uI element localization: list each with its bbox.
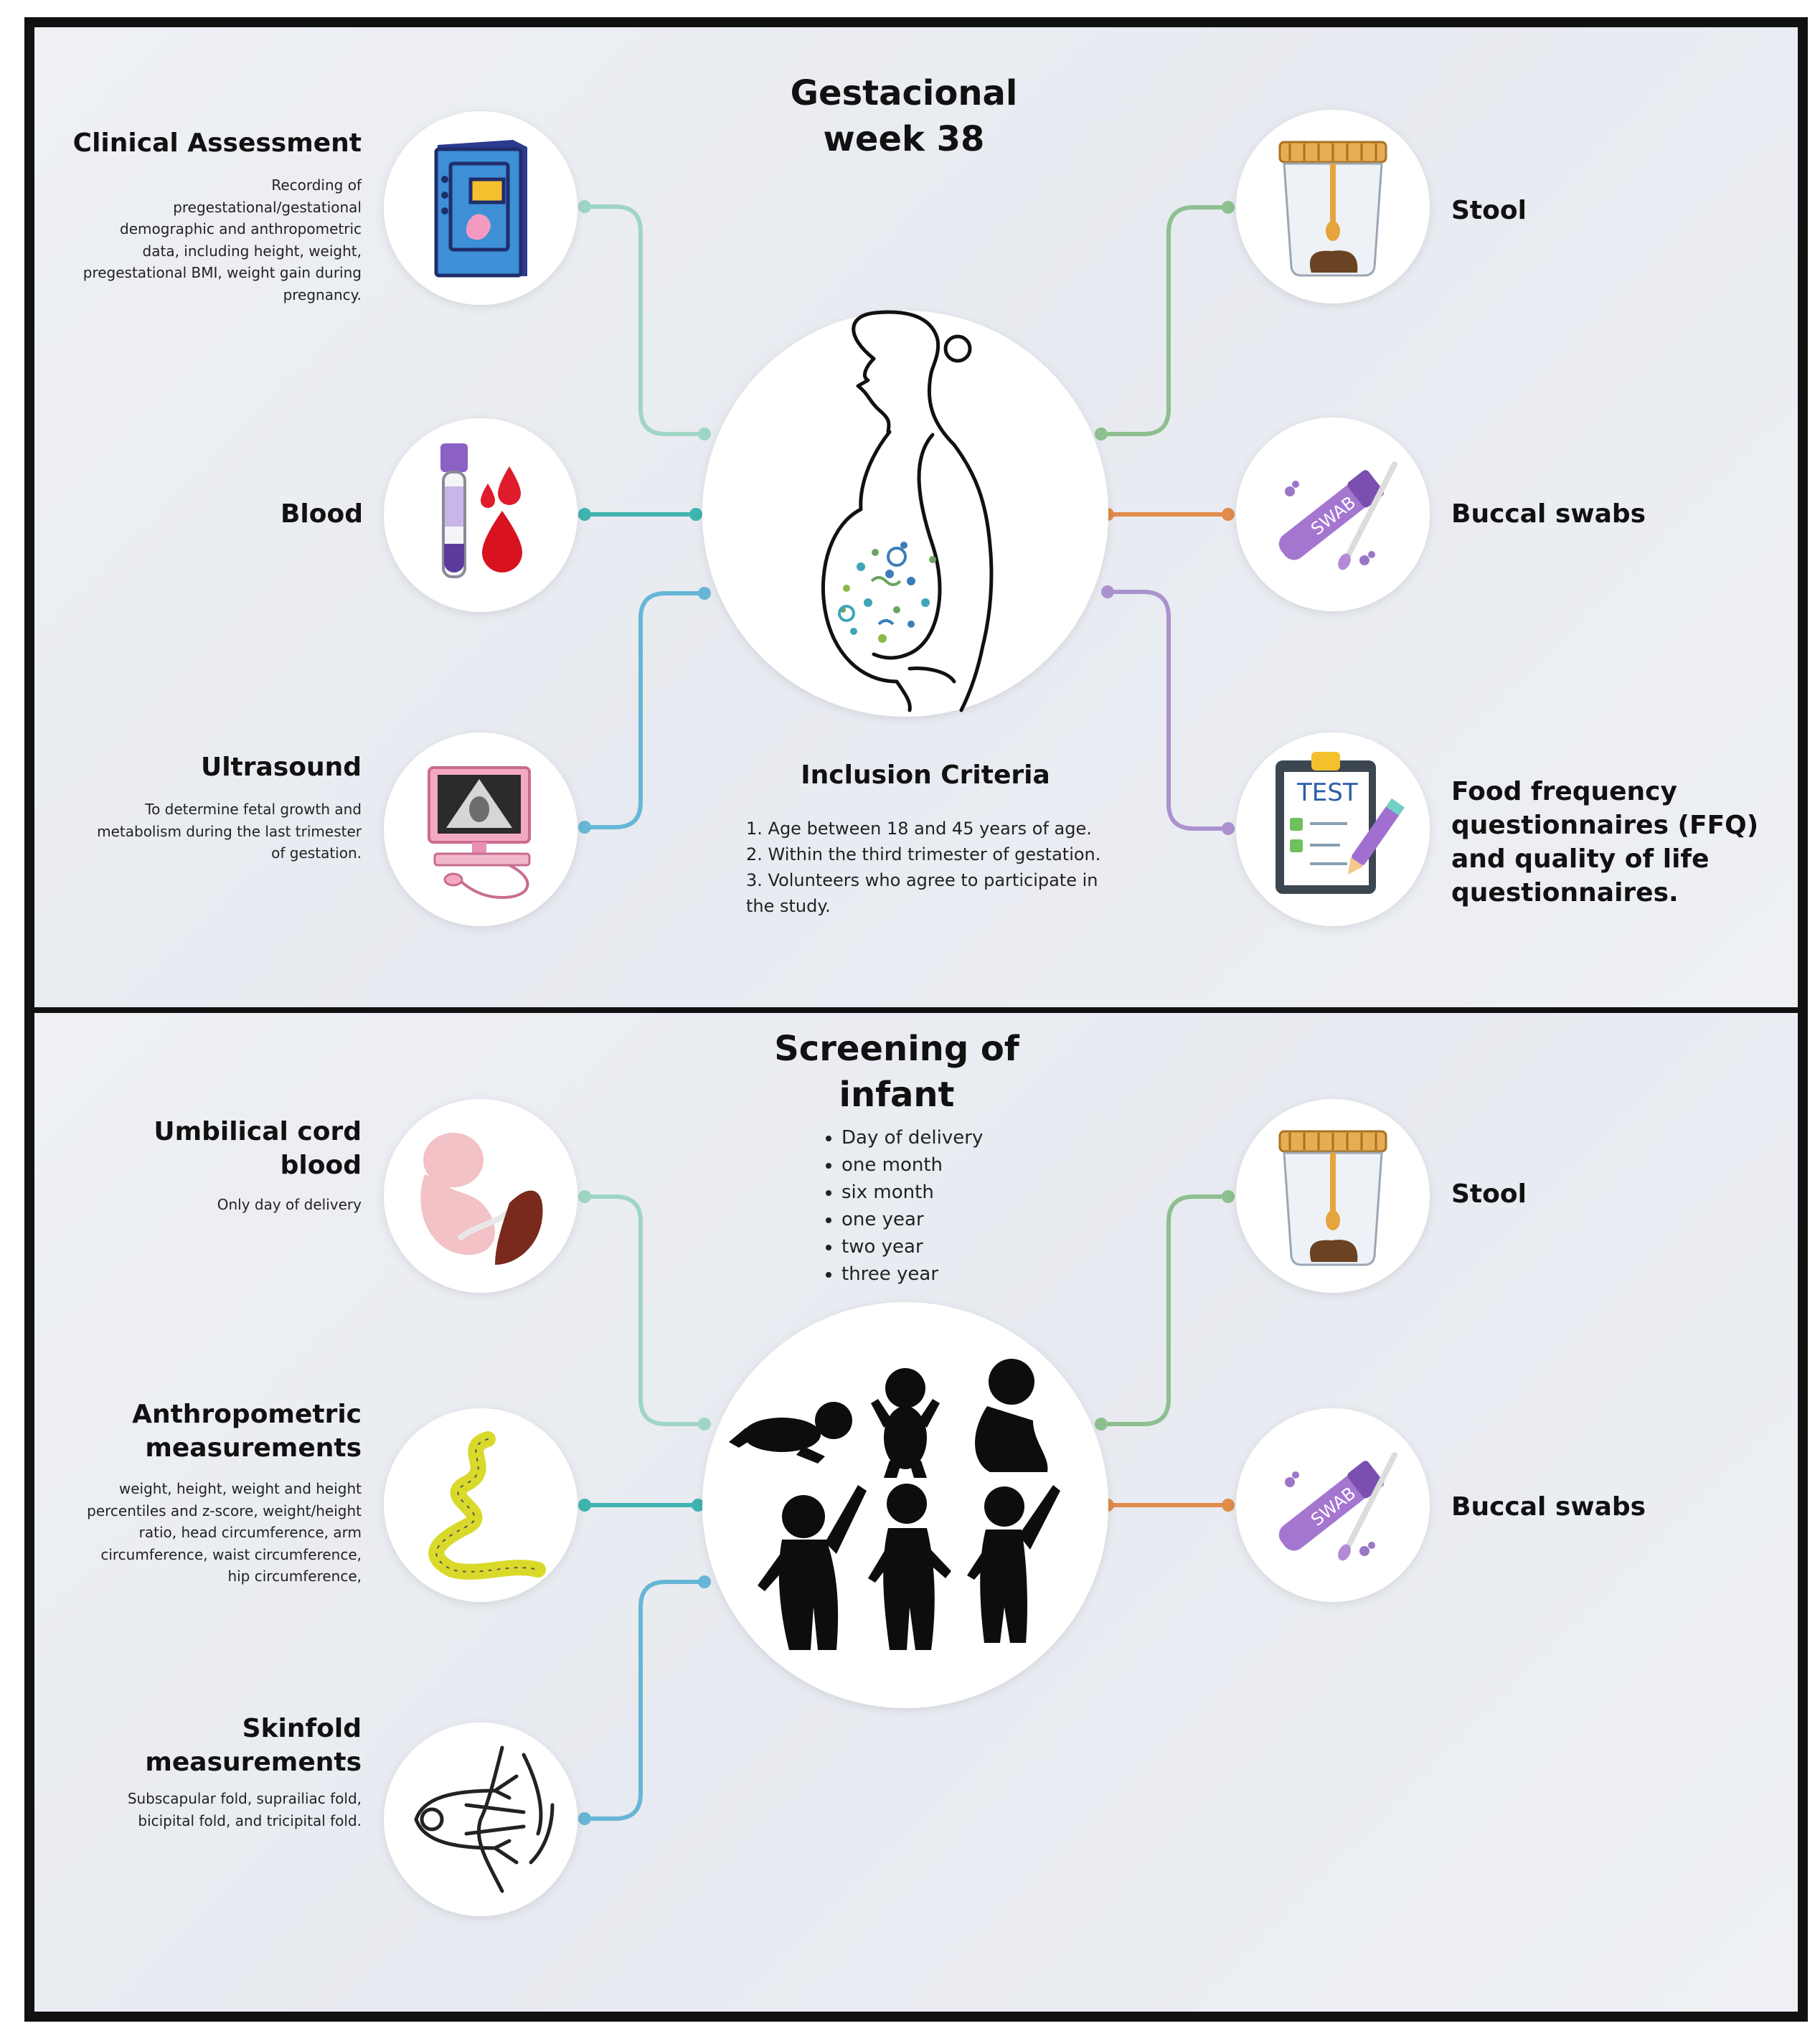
ultrasound-block: Ultrasound To determine fetal growth and… (72, 750, 362, 864)
connector-stool-infant (1099, 1194, 1230, 1426)
schedule-item: Day of delivery (841, 1124, 1037, 1151)
anthropometric-block: Anthropometric measurements weight, heig… (72, 1398, 362, 1588)
toddler-pointing-silhouette (967, 1485, 1060, 1643)
label-line: measurements (145, 1748, 362, 1777)
desc-line: data, including height, weight, (142, 242, 362, 260)
desc-line: circumference, waist circumference, (100, 1545, 362, 1563)
skinfold-caliper-icon (414, 1745, 555, 1893)
clinical-assessment-label: Clinical Assessment (72, 128, 362, 158)
label-line: Anthropometric (132, 1400, 362, 1429)
clipboard-text: TEST (1296, 778, 1358, 807)
inclusion-criteria-list: 1. Age between 18 and 45 years of age. 2… (746, 816, 1119, 919)
label-line: measurements (145, 1433, 362, 1463)
skinfold-desc: Subscapular fold, suprailiac fold, bicip… (72, 1788, 362, 1832)
anthropometric-label: Anthropometric measurements (72, 1398, 362, 1465)
desc-line: of gestation. (271, 844, 362, 862)
desc-line: metabolism during the last trimester (97, 822, 362, 840)
toddler-walking-silhouette (868, 1484, 951, 1650)
desc-line: Subscapular fold, suprailiac fold, (127, 1790, 362, 1807)
connector-stool (1099, 205, 1230, 436)
desc-line: weight, height, weight and height (118, 1480, 362, 1497)
clipboard-test-icon: TEST (1276, 752, 1405, 894)
gestational-title: Gestacional week 38 (717, 70, 1090, 162)
infant-title: Screening of infant (717, 1026, 1076, 1118)
blood-tube-icon (440, 443, 522, 578)
screening-schedule: Day of delivery one month six month one … (821, 1124, 1037, 1288)
clinical-assessment-block: Clinical Assessment Recording of pregest… (72, 126, 362, 306)
gestational-title-line2: week 38 (823, 119, 985, 159)
desc-line: ratio, head circumference, arm (138, 1524, 362, 1541)
stool-infant-label: Stool (1451, 1179, 1527, 1209)
desc-line: percentiles and z-score, weight/height (87, 1502, 362, 1519)
measuring-tape-icon (428, 1431, 546, 1580)
umbilical-cord-block: Umbilical cord blood Only day of deliver… (72, 1115, 362, 1216)
connector-clinical (583, 204, 707, 436)
criteria-item: 2. Within the third trimester of gestati… (746, 844, 1101, 864)
schedule-item: two year (841, 1233, 1037, 1260)
criteria-item: 1. Age between 18 and 45 years of age. (746, 819, 1092, 839)
ffq-label: Food frequency questionnaires (FFQ) and … (1451, 775, 1781, 910)
skinfold-block: Skinfold measurements Subscapular fold, … (72, 1712, 362, 1832)
schedule-item: three year (841, 1260, 1037, 1288)
desc-line: pregnancy. (283, 286, 362, 303)
ffq-label-line: questionnaires. (1451, 878, 1679, 908)
desc-line: Recording of (271, 176, 362, 194)
ffq-label-line: and quality of life (1451, 844, 1710, 874)
schedule-item: one month (841, 1151, 1037, 1179)
desc-line: pregestational/gestational (173, 198, 362, 216)
fetus-placenta-icon (420, 1133, 543, 1265)
stool-label: Stool (1451, 196, 1527, 225)
infant-sitting-silhouette (975, 1359, 1048, 1472)
ultrasound-label: Ultrasound (200, 753, 362, 782)
infant-arms-up-silhouette (871, 1368, 940, 1478)
inclusion-criteria-block: Inclusion Criteria 1. Age between 18 and… (746, 760, 1119, 919)
desc-line: bicipital fold, and tricipital fold. (138, 1811, 362, 1829)
booklet-icon (434, 140, 527, 278)
skinfold-label: Skinfold measurements (72, 1712, 362, 1779)
schedule-item: one year (841, 1206, 1037, 1233)
desc-line: pregestational BMI, weight gain during (82, 264, 362, 281)
buccal-swabs-infant-label: Buccal swabs (1451, 1492, 1646, 1522)
stool-container-icon (1278, 1130, 1387, 1266)
desc-line: demographic and anthropometric (120, 220, 362, 237)
blood-label: Blood (280, 499, 363, 529)
ultrasound-desc: To determine fetal growth and metabolism… (72, 798, 362, 864)
clinical-assessment-desc: Recording of pregestational/gestational … (72, 174, 362, 306)
ffq-label-line: questionnaires (FFQ) (1451, 811, 1759, 840)
desc-line: hip circumference, (227, 1568, 362, 1585)
ffq-label-line: Food frequency (1451, 777, 1677, 806)
microbiome-belly-icon (838, 542, 936, 643)
inclusion-criteria-title: Inclusion Criteria (801, 760, 1050, 790)
infant-title-line2: infant (839, 1075, 955, 1115)
desc-line: To determine fetal growth and (145, 801, 362, 818)
connector-cord (583, 1194, 707, 1426)
buccal-swabs-label: Buccal swabs (1451, 499, 1646, 529)
ultrasound-icon (428, 766, 531, 900)
umbilical-cord-desc: Only day of delivery (217, 1196, 362, 1213)
anthropometric-desc: weight, height, weight and height percen… (72, 1478, 362, 1588)
pregnant-woman-icon (821, 310, 994, 712)
gestational-title-line1: Gestacional (790, 73, 1018, 113)
criteria-item: 3. Volunteers who agree to participate i… (746, 870, 1098, 890)
buccal-swab-icon: SWAB (1278, 1452, 1397, 1561)
stool-container-icon (1278, 141, 1387, 277)
label-line: Skinfold (242, 1714, 362, 1743)
criteria-item: the study. (746, 896, 831, 916)
connector-ffq (1105, 590, 1230, 831)
toddler-reaching-silhouette (758, 1485, 867, 1650)
infant-title-line1: Screening of (774, 1029, 1019, 1069)
umbilical-cord-label: Umbilical cord blood (154, 1117, 362, 1180)
infant-lying-silhouette (729, 1402, 852, 1464)
connector-skinfold (583, 1580, 707, 1821)
connector-ultrasound (583, 591, 707, 829)
schedule-item: six month (841, 1179, 1037, 1206)
children-silhouettes-icon (729, 1359, 1060, 1650)
